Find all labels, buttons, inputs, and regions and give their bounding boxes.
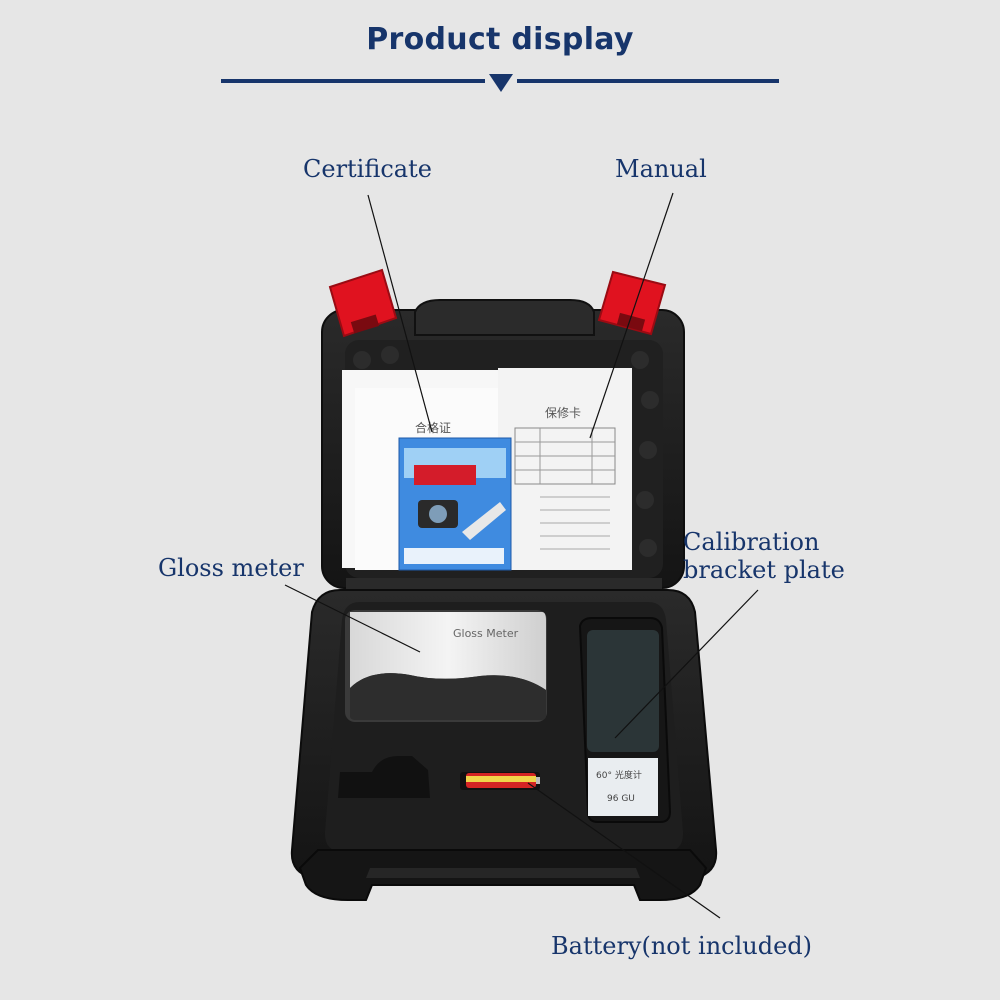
page-title: Product display	[366, 22, 634, 57]
latch-right	[597, 270, 667, 336]
certificate-sheet-title: 合格证	[415, 420, 451, 435]
manual-sheet-title: 保修卡	[545, 405, 581, 420]
calibration-callout-line2: bracket plate	[683, 556, 845, 584]
latch-left	[328, 268, 398, 338]
calibration-plate: 60° 光度计 96 GU	[578, 617, 672, 823]
leader-lines	[284, 192, 759, 919]
battery-leader	[527, 782, 721, 919]
manual-callout: Manual	[615, 155, 707, 183]
case-hinge	[346, 578, 662, 592]
calibration-leader	[614, 589, 759, 739]
lens-paper-pack	[398, 437, 512, 571]
certificate-callout: Certificate	[303, 155, 432, 183]
certificate-leader	[367, 194, 433, 433]
manual-sheet: 保修卡	[498, 368, 632, 570]
gloss-meter-callout: Gloss meter	[158, 554, 304, 582]
gloss-meter-leader	[284, 584, 421, 653]
manual-leader	[589, 192, 674, 439]
calibration-callout-line1: Calibration	[683, 528, 820, 556]
gloss-meter-device: Gloss Meter	[345, 610, 547, 722]
title-rule-right	[517, 79, 779, 83]
calibration-tile-line2: 96 GU	[607, 794, 635, 804]
title-rule-left	[221, 79, 485, 83]
battery-callout: Battery(not included)	[551, 932, 813, 960]
battery	[466, 773, 540, 788]
down-arrow-icon	[489, 74, 513, 92]
case-handle	[298, 849, 708, 901]
device-label: Gloss Meter	[453, 627, 519, 640]
calibration-tile-line1: 60° 光度计	[596, 769, 642, 781]
